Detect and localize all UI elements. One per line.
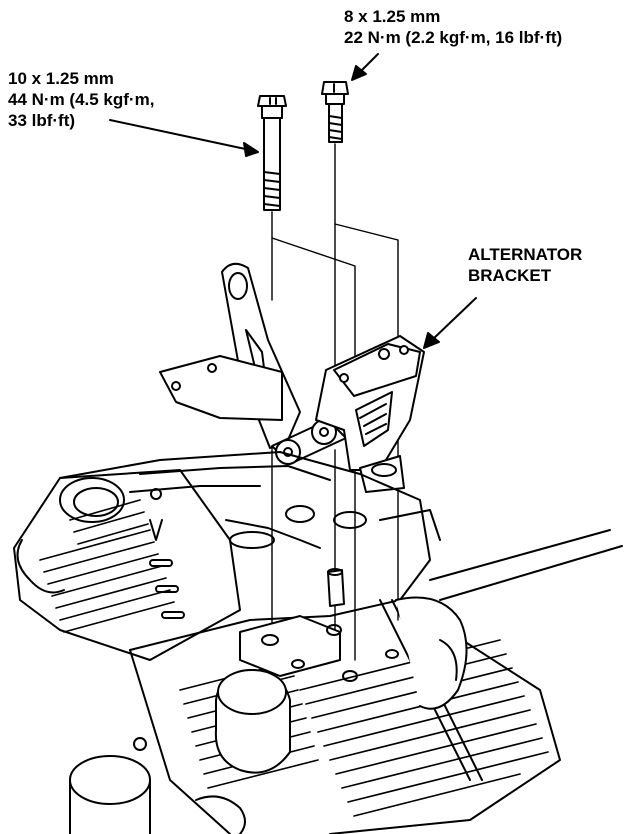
large-bolt-size: 10 x 1.25 mm bbox=[8, 69, 114, 88]
small-bolt-size: 8 x 1.25 mm bbox=[344, 7, 441, 26]
large-bolt bbox=[258, 96, 286, 210]
bracket-label-line2: BRACKET bbox=[468, 266, 552, 285]
pulley-covers bbox=[70, 598, 467, 834]
small-bolt-callout: 8 x 1.25 mm 22 N·m (2.2 kgf·m, 16 lbf·ft… bbox=[344, 6, 562, 48]
small-bolt bbox=[322, 82, 348, 142]
large-bolt-callout: 10 x 1.25 mm 44 N·m (4.5 kgf·m, 33 lbf·f… bbox=[8, 68, 154, 131]
large-bolt-torque-line2: 33 lbf·ft) bbox=[8, 111, 76, 130]
bracket-label-line1: ALTERNATOR bbox=[468, 245, 583, 264]
large-bolt-torque-line1: 44 N·m (4.5 kgf·m, bbox=[8, 90, 155, 109]
small-bolt-torque: 22 N·m (2.2 kgf·m, 16 lbf·ft) bbox=[344, 28, 563, 47]
left-cover bbox=[14, 470, 240, 660]
bracket-callout: ALTERNATOR BRACKET bbox=[468, 244, 582, 286]
valve-cover bbox=[130, 569, 560, 834]
alternator-bracket bbox=[160, 264, 424, 492]
leader-arrows bbox=[110, 54, 476, 348]
